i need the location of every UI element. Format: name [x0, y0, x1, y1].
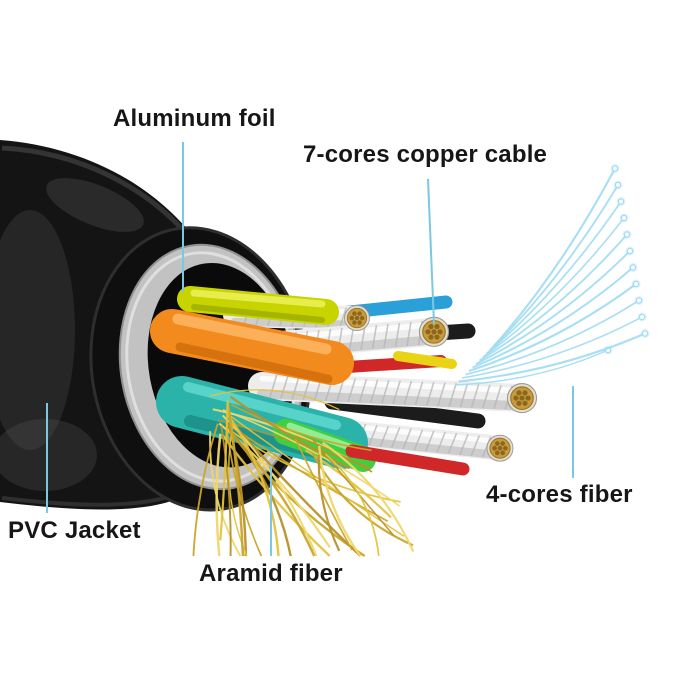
- black-wire: [324, 394, 486, 429]
- label-fiber: 4-cores fiber: [486, 481, 633, 508]
- fiber-strands-graphic: [454, 164, 650, 386]
- label-copper-cable: 7-cores copper cable: [303, 141, 548, 168]
- label-pvc-jacket: PVC Jacket: [8, 517, 141, 544]
- leader-lines: [46, 142, 574, 556]
- yellow-wire: [393, 351, 457, 369]
- red-wire: [345, 444, 470, 476]
- copper-tips: [344, 305, 538, 462]
- leader-copper-cable: [427, 178, 435, 325]
- yellow-green-wire: [177, 286, 339, 325]
- aramid-fibers-graphic: [192, 389, 415, 557]
- label-aramid-fiber: Aramid fiber: [199, 560, 343, 587]
- label-aluminum-foil: Aluminum foil: [113, 105, 276, 132]
- orange-wire: [150, 309, 354, 385]
